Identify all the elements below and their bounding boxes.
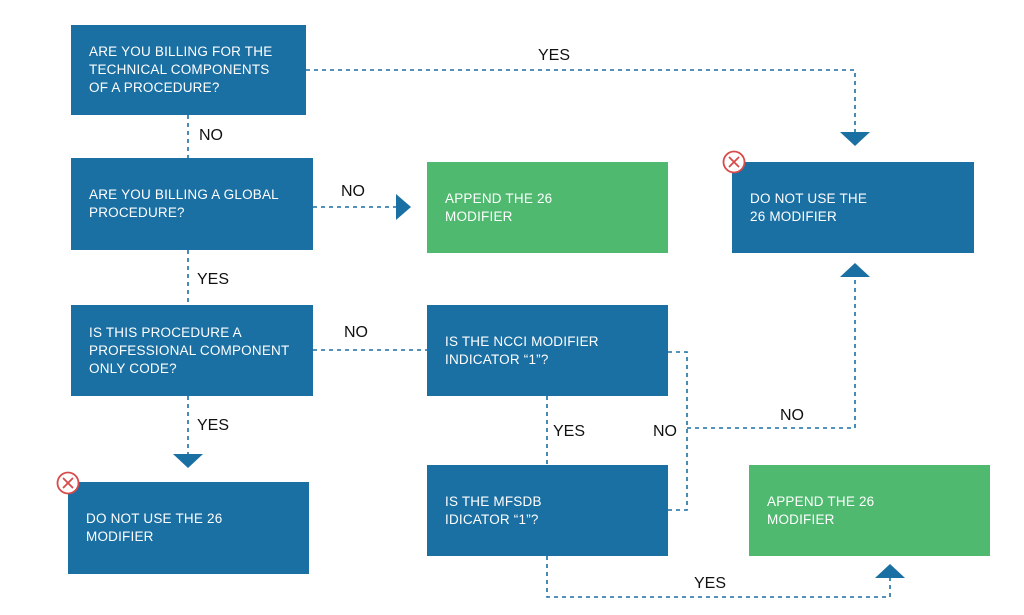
result-append-bottom-box: APPEND THE 26 MODIFIER — [749, 465, 990, 556]
result-append-bottom-text: APPEND THE 26 MODIFIER — [767, 493, 875, 527]
result-donot-top-box: DO NOT USE THE 26 MODIFIER — [732, 162, 974, 253]
label-yes-technical: YES — [538, 47, 571, 64]
label-no-global: NO — [341, 183, 365, 200]
connector-no-to-donot — [687, 277, 856, 429]
label-no-professional: NO — [344, 324, 368, 341]
question-technical-text: ARE YOU BILLING FOR THE TECHNICAL COMPON… — [89, 44, 273, 95]
question-mfsdb-text: IS THE MFSDB IDICATOR “1”? — [445, 493, 542, 527]
result-append-top-box: APPEND THE 26 MODIFIER — [427, 162, 668, 253]
arrowhead-up-donot — [840, 263, 870, 277]
connector-ncci-no — [668, 351, 688, 511]
label-no-mfsdb: NO — [780, 407, 804, 424]
question-global-box: ARE YOU BILLING A GLOBAL PROCEDURE? — [71, 158, 313, 250]
arrowhead-right-global-no — [396, 194, 411, 220]
x-circle-icon — [56, 471, 80, 495]
arrowhead-down-technical-yes — [840, 132, 870, 146]
result-append-top-text: APPEND THE 26 MODIFIER — [445, 190, 553, 224]
question-mfsdb-box: IS THE MFSDB IDICATOR “1”? — [427, 465, 668, 556]
connector-mfsdb-yes — [546, 556, 891, 598]
arrowhead-up-append — [875, 564, 905, 578]
question-ncci-box: IS THE NCCI MODIFIER INDICATOR “1”? — [427, 305, 668, 396]
question-ncci-text: IS THE NCCI MODIFIER INDICATOR “1”? — [445, 333, 599, 367]
question-professional-box: IS THIS PROCEDURE A PROFESSIONAL COMPONE… — [71, 305, 313, 396]
result-donot-bottom-text: DO NOT USE THE 26 MODIFIER — [86, 511, 223, 544]
label-yes-ncci: YES — [553, 423, 586, 440]
label-no-ncci: NO — [653, 423, 677, 440]
question-global-text: ARE YOU BILLING A GLOBAL PROCEDURE? — [89, 187, 279, 220]
question-technical-box: ARE YOU BILLING FOR THE TECHNICAL COMPON… — [71, 25, 306, 115]
arrowhead-down-professional-yes — [173, 454, 203, 468]
label-no-technical: NO — [199, 127, 223, 144]
x-circle-icon — [722, 150, 746, 174]
result-donot-top-text: DO NOT USE THE 26 MODIFIER — [750, 190, 868, 224]
label-yes-mfsdb: YES — [694, 575, 727, 592]
label-yes-global: YES — [197, 271, 230, 288]
label-yes-professional: YES — [197, 417, 230, 434]
result-donot-bottom-box: DO NOT USE THE 26 MODIFIER — [68, 482, 309, 574]
connector-technical-yes — [306, 69, 856, 132]
question-professional-text: IS THIS PROCEDURE A PROFESSIONAL COMPONE… — [89, 324, 290, 376]
